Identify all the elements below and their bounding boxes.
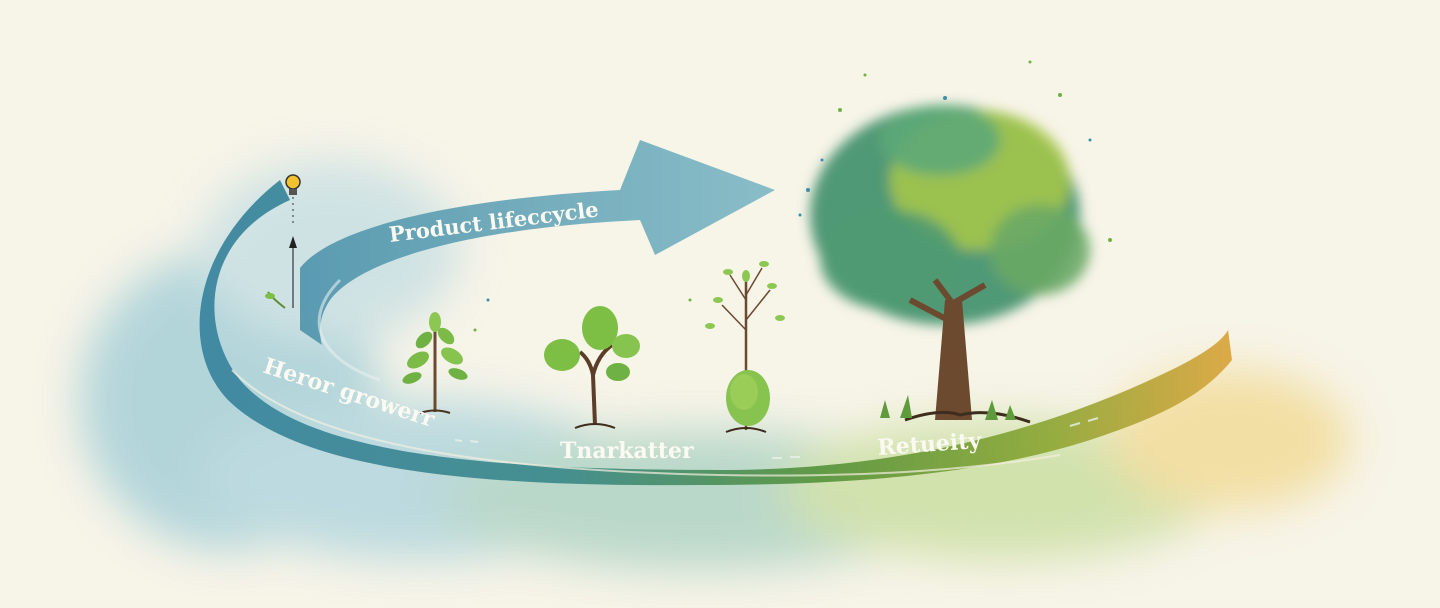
path-dashes <box>454 417 1099 459</box>
paint-specks <box>473 60 1112 332</box>
young-tree-icon <box>544 306 640 429</box>
thin-tree-icon <box>705 261 785 433</box>
grass-tufts <box>880 395 1016 420</box>
lifecycle-arrow <box>300 140 775 345</box>
lightbulb-icon <box>285 174 301 308</box>
arrow-inner-curve <box>317 278 381 382</box>
band-highlight <box>231 369 1061 477</box>
seedling-icon <box>265 291 286 309</box>
sapling-icon <box>402 312 468 414</box>
stage-label-middle: Tnarkatter <box>560 438 694 464</box>
big-tree-icon <box>810 105 1090 424</box>
